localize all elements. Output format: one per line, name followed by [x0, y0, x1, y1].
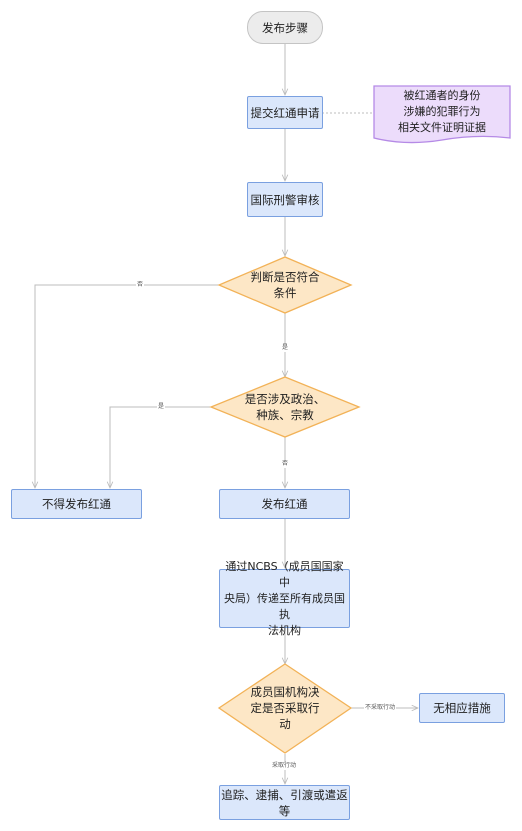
edge-label-conditions-yes: 是	[281, 344, 290, 352]
transmit-ncbs-node: 通过NCBS（成员国国家中 央局）传递至所有成员国执 法机构	[219, 560, 350, 637]
start-node: 发布步骤	[247, 11, 323, 44]
note-shape	[373, 85, 511, 144]
edge-label-political-yes: 是	[157, 403, 166, 411]
decision-political-label: 是否涉及政治、 种族、宗教	[244, 392, 326, 422]
no-measures-node: 无相应措施	[419, 693, 505, 723]
decision-conditions-shape	[217, 256, 353, 314]
decision-action-label: 成员国机构决 定是否采取行 动	[250, 685, 320, 731]
edge-conditions-no-notice	[35, 284, 219, 488]
no-notice-node: 不得发布红通	[11, 489, 142, 519]
decision-conditions-label: 判断是否符合 条件	[250, 270, 320, 300]
edge-political-no-notice	[110, 406, 211, 488]
edge-label-conditions-no: 否	[136, 281, 145, 289]
submit-application-node: 提交红通申请	[247, 96, 323, 129]
publish-notice-node: 发布红通	[219, 489, 350, 519]
decision-action-shape	[217, 663, 353, 754]
note-text: 被红通者的身份 涉嫌的犯罪行为 相关文件证明证据	[398, 89, 486, 134]
edge-label-action-no: 不采取行动	[364, 704, 397, 712]
pursue-arrest-node: 追踪、逮捕、引渡或遣返等	[219, 785, 350, 820]
decision-political-shape	[209, 376, 361, 438]
interpol-review-node: 国际刑警审核	[247, 182, 323, 217]
edge-label-political-no: 否	[281, 460, 290, 468]
edge-label-action-yes: 采取行动	[271, 762, 298, 770]
